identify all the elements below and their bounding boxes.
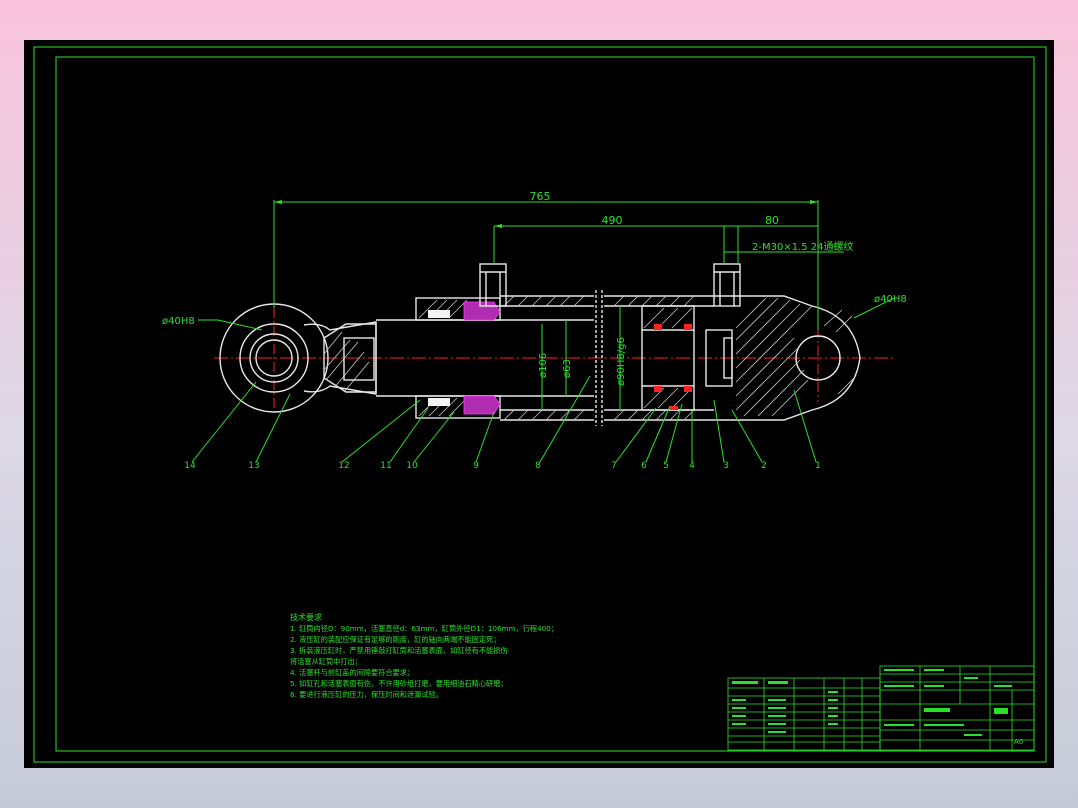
balloon-4: 4 bbox=[689, 461, 695, 471]
tech-item-2: 2. 液压缸的装配应保证有足够的刚度，缸的轴向两端不能固定死； bbox=[290, 635, 500, 644]
tech-item-3: 3. 拆装液压缸时，严禁用锤敲打缸筒和活塞表面，如缸径有不能损伤 bbox=[290, 646, 508, 655]
balloon-3: 3 bbox=[723, 461, 729, 471]
balloon-7: 7 bbox=[611, 461, 617, 471]
balloon-5: 5 bbox=[663, 461, 669, 471]
tech-requirements: 技术要求 1. 缸筒内径D：90mm，活塞直径d：63mm，缸筒外径D1：106… bbox=[290, 612, 558, 699]
dim-piston-fit: ø90H8/g6 bbox=[616, 337, 627, 386]
balloon-8: 8 bbox=[535, 461, 541, 471]
balloon-9: 9 bbox=[473, 461, 479, 471]
dimension-lines bbox=[273, 200, 844, 410]
dim-end-span: 80 bbox=[765, 214, 779, 227]
balloon-13: 13 bbox=[248, 461, 259, 471]
dim-left-bore: ø40H8 bbox=[162, 316, 195, 327]
dim-overall-length: 765 bbox=[530, 190, 551, 203]
balloon-12: 12 bbox=[338, 461, 349, 471]
balloon-6: 6 bbox=[641, 461, 647, 471]
balloon-1: 1 bbox=[815, 461, 821, 471]
dim-rod-diameter: ø63 bbox=[562, 359, 573, 378]
cad-drawing-svg: 765 490 80 2-M30×1.5 24通螺纹 ø40H8 ø40H8 ø… bbox=[33, 46, 1047, 763]
balloon-2: 2 bbox=[761, 461, 767, 471]
tech-item-4: 4. 活塞杆与前缸盖的间隙要符合要求； bbox=[290, 668, 414, 677]
leader-lines bbox=[191, 297, 895, 463]
cylinder-barrel bbox=[500, 290, 714, 426]
dim-outer-diameter: ø106 bbox=[538, 353, 549, 378]
balloon-14: 14 bbox=[184, 461, 196, 471]
left-rod-eye bbox=[219, 303, 377, 413]
oil-port-right bbox=[713, 263, 741, 307]
rear-clevis bbox=[705, 295, 861, 421]
title-block: A0 bbox=[727, 665, 1035, 751]
balloon-10: 10 bbox=[406, 461, 418, 471]
dim-thread-note: 2-M30×1.5 24通螺纹 bbox=[752, 240, 854, 253]
cad-drawing-canvas[interactable]: 765 490 80 2-M30×1.5 24通螺纹 ø40H8 ø40H8 ø… bbox=[24, 40, 1054, 768]
tech-item-1: 1. 缸筒内径D：90mm，活塞直径d：63mm，缸筒外径D1：106mm，行程… bbox=[290, 624, 558, 633]
oil-port-left bbox=[479, 263, 507, 307]
inner-frame bbox=[55, 56, 1035, 752]
tech-item-3-cont: 将活塞从缸筒中打出； bbox=[290, 657, 362, 666]
sheet-size: A0 bbox=[1014, 738, 1023, 746]
balloon-11: 11 bbox=[380, 461, 391, 471]
outer-frame bbox=[33, 46, 1047, 763]
tech-item-5: 5. 如缸孔和活塞表面有伤，不许用砂纸打磨，要用细油石精心研磨； bbox=[290, 679, 508, 688]
tech-heading: 技术要求 bbox=[290, 612, 322, 622]
tech-item-6: 6. 要进行液压缸的压力，保压时间和泄漏试验。 bbox=[290, 690, 443, 699]
balloon-numbers: 14 13 12 11 10 9 8 7 6 5 4 3 2 1 bbox=[184, 461, 821, 471]
dim-stroke-span: 490 bbox=[602, 214, 623, 227]
